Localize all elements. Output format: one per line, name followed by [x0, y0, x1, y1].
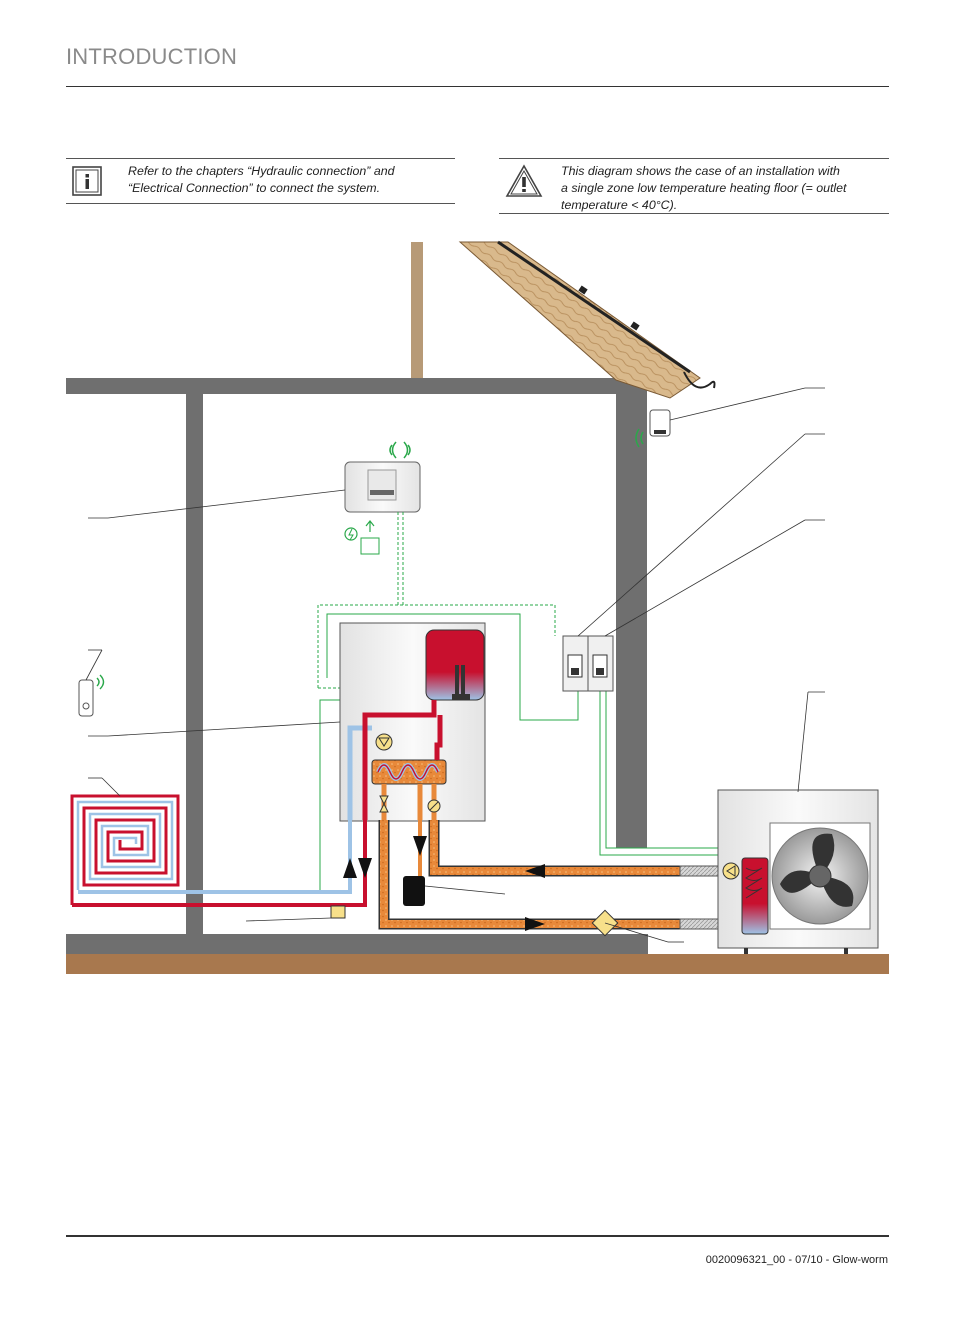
underfloor-heating — [70, 777, 372, 922]
info-note-line-2: “Electrical Connection” to connect the s… — [128, 181, 381, 195]
outdoor-sensor — [635, 387, 825, 448]
heat-pump-pipes — [378, 820, 719, 943]
info-note-bottom-rule — [66, 203, 455, 204]
warning-note-bottom-rule — [499, 213, 889, 214]
installation-diagram — [66, 240, 889, 974]
footer-divider — [66, 1235, 889, 1237]
header-divider — [66, 86, 889, 87]
document-reference: 0020096321_00 - 07/10 - Glow-worm — [705, 1254, 888, 1266]
warning-note-line-1: This diagram shows the case of an instal… — [561, 164, 840, 178]
control-wiring — [317, 604, 720, 893]
info-note-line-1: Refer to the chapters “Hydraulic connect… — [128, 164, 395, 178]
indoor-module — [88, 622, 486, 822]
roof — [458, 240, 716, 399]
ground-slab — [66, 954, 889, 974]
system-controller — [88, 441, 421, 605]
info-icon — [72, 166, 102, 196]
building-structure — [66, 242, 648, 954]
outdoor-heat-pump — [717, 691, 879, 954]
room-thermostat — [78, 649, 105, 717]
warning-note-line-2: a single zone low temperature heating fl… — [561, 181, 847, 195]
info-note: Refer to the chapters “Hydraulic connect… — [66, 158, 455, 204]
warning-icon — [505, 164, 543, 197]
info-note-top-rule — [66, 158, 455, 159]
electrical-panel — [562, 433, 825, 692]
warning-note-line-3: temperature < 40°C). — [561, 198, 678, 212]
page-title: INTRODUCTION — [66, 44, 238, 69]
warning-note-top-rule — [499, 158, 889, 159]
warning-note: This diagram shows the case of an instal… — [499, 158, 889, 214]
